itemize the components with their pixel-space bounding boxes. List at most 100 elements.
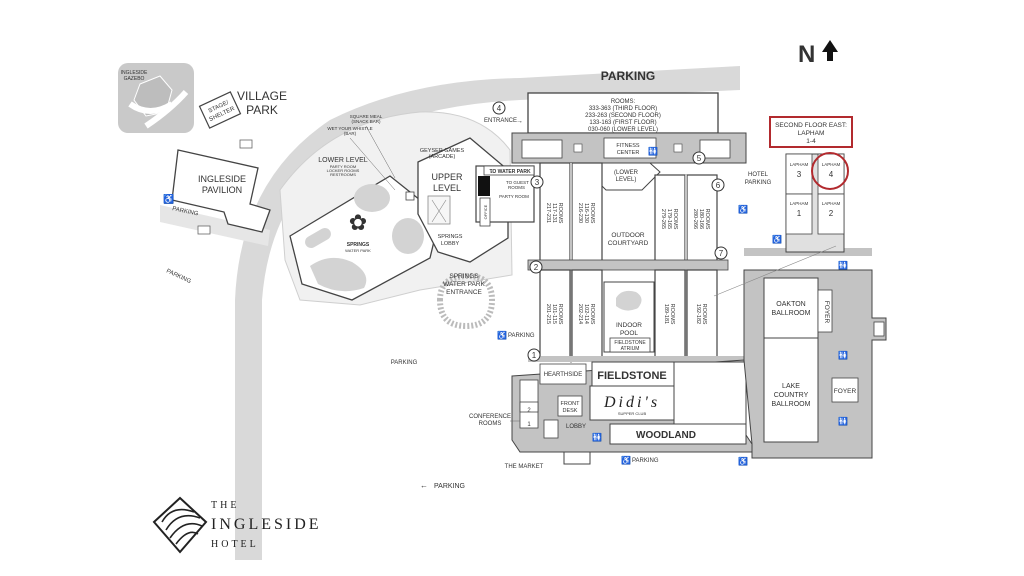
springs-entrance-1: SPRINGS (449, 273, 479, 280)
hotel-parking-1: HOTEL (748, 172, 769, 178)
upper-level-1: UPPER (431, 172, 463, 182)
accessible-icon-5: ♿ (621, 455, 631, 465)
village-park-area: INGLESIDE GAZEBO STAGE/ SHELTER VILLAGE … (118, 63, 287, 285)
square-meal-1: SQUARE MEAL (350, 114, 383, 119)
ingleside-logo-icon (152, 496, 208, 554)
rooms-a-2: 117-131 (551, 203, 557, 223)
south-wing: 2 1 HEARTHSIDE FRONT DESK LOBBY FIELDSTO… (469, 359, 753, 470)
conf-room-2: 2 (527, 408, 531, 414)
conf-room-1: 1 (527, 422, 531, 428)
restroom-icon-2: 🚻 (592, 432, 602, 442)
upper-level-2: LEVEL (433, 183, 461, 193)
accessible-icon: ♿ (163, 193, 174, 204)
rooms-main-5: 030-060 (LOWER LEVEL) (588, 127, 658, 133)
roads (160, 66, 740, 560)
second-floor-east-1: SECOND FLOOR EAST: (775, 122, 847, 129)
lower-level-item-1: PARTY ROOM (330, 164, 356, 169)
east-wing: OAKTON BALLROOM LAKE COUNTRY BALLROOM FO… (743, 248, 887, 459)
village-park-label-2: PARK (246, 103, 278, 117)
rooms-main-4: 133-163 (FIRST FLOOR) (589, 120, 656, 126)
left-arrow-icon-2: ← (420, 481, 428, 490)
rooms-f-3: 202-214 (577, 304, 583, 324)
main-hotel: ROOMS: 333-363 (THIRD FLOOR) 233-263 (SE… (484, 92, 747, 363)
party-room-block: OFFICE TO WATER PARK ← TO GUEST ROOMS PA… (475, 165, 535, 227)
marker-4: 4 (497, 104, 502, 113)
lower-level-item-3: RESTROOMS (330, 172, 356, 177)
accessible-icon-6: ♿ (738, 456, 748, 466)
parking-bottom-arrow: PARKING (434, 483, 465, 490)
second-floor-east-3: 1-4 (806, 138, 816, 145)
wet-whistle-2: (BAR) (344, 131, 357, 136)
rooms-d-1: ROOMS (704, 209, 710, 230)
accessible-icon-3: ♿ (772, 234, 782, 244)
lobby-label: LOBBY (566, 424, 586, 430)
oakton-ballroom-2: BALLROOM (772, 310, 811, 317)
lapham-3: 3 (797, 170, 802, 179)
lower-level-title: LOWER LEVEL (318, 157, 368, 164)
party-room-label: PARTY ROOM (499, 194, 529, 199)
woodland-label: WOODLAND (636, 430, 696, 441)
restroom-icon: 🚻 (648, 146, 658, 156)
to-guest-rooms-1: TO GUEST (506, 180, 529, 185)
parking-labels: PARKING ♿ PARKING ♿ PARKING ♿ ← PARKING (391, 330, 748, 490)
highlight-circle (811, 152, 849, 190)
accessible-icon-2: ♿ (738, 204, 748, 214)
front-desk-2: DESK (563, 408, 578, 414)
rooms-main-1: ROOMS: (611, 99, 636, 105)
rooms-d-2: 180-166 (698, 209, 704, 229)
foyer-label-1: FOYER (823, 301, 830, 324)
marker-6: 6 (716, 181, 721, 190)
north-label: N (798, 41, 815, 68)
parking-middle-label: PARKING (391, 360, 418, 366)
pavilion-label-1: INGLESIDE (198, 174, 246, 184)
rooms-c-2: 179-165 (666, 209, 672, 229)
rooms-main-3: 233-263 (SECOND FLOOR) (585, 113, 661, 119)
wet-whistle-1: WET YOUR WHISTLE (327, 126, 372, 131)
marker-7: 7 (719, 249, 724, 258)
fitness-center-2: CENTER (617, 150, 640, 156)
logo-hotel: HOTEL (211, 539, 259, 550)
marker-1: 1 (532, 351, 537, 360)
springs-lobby-1: SPRINGS (438, 234, 463, 240)
rooms-a-3: 217-231 (545, 203, 551, 223)
springs-lobby-2: LOBBY (441, 241, 460, 247)
lower-level-1: (LOWER (614, 170, 639, 176)
springs-entrance-3: ENTRANCE (446, 289, 482, 296)
hearthside-label: HEARTHSIDE (544, 372, 583, 378)
gazebo-label-1: INGLESIDE (121, 70, 148, 76)
lake-country-3: BALLROOM (772, 401, 811, 408)
front-desk-1: FRONT (561, 401, 581, 407)
north-arrow-icon: N (798, 40, 838, 68)
logo-ingleside: INGLESIDE (211, 516, 322, 533)
office-label: OFFICE (483, 204, 488, 219)
butterfly-logo-icon: ✿ (349, 210, 367, 235)
rooms-e-3: 201-215 (545, 304, 551, 324)
lapham-3-name: LAPHAM (790, 162, 809, 167)
geyser-games-1: GEYSER GAMES (420, 148, 465, 154)
gazebo-label-2: GAZEBO (124, 76, 145, 82)
rooms-f-1: ROOMS (589, 304, 595, 325)
outdoor-courtyard-2: COURTYARD (608, 240, 649, 247)
geyser-games-2: (ARCADE) (429, 154, 456, 160)
parking-left-1: PARKING (172, 206, 200, 217)
rooms-g-2: 189-181 (663, 304, 669, 324)
entrance-markers: 4 3 2 1 5 6 7 (492, 101, 728, 362)
restroom-icon-3: 🚻 (838, 260, 848, 270)
springs-logo-2: WATER PARK (345, 248, 371, 253)
indoor-pool-2: POOL (620, 330, 638, 337)
second-floor-east-2: LAPHAM (798, 130, 825, 137)
the-market-label: THE MARKET (505, 464, 544, 470)
rooms-b-1: ROOMS (589, 203, 595, 224)
lapham-2-name: LAPHAM (822, 201, 841, 206)
lower-level-item-2: LOCKER ROOMS (327, 168, 360, 173)
conference-rooms-1: CONFERENCE (469, 414, 511, 420)
parking-conf-label: PARKING (508, 333, 535, 339)
rooms-f-2: 102-114 (583, 304, 589, 324)
rooms-b-2: 116-130 (583, 203, 589, 223)
outdoor-courtyard-1: OUTDOOR (611, 232, 645, 239)
water-park: ✿ SPRINGS WATER PARK SQUARE MEAL (SNACK … (279, 111, 513, 330)
fieldstone-atrium-2: ATRIUM (621, 346, 640, 352)
didis-label: Didi's (603, 394, 660, 411)
rooms-c-3: 279-265 (660, 209, 666, 229)
